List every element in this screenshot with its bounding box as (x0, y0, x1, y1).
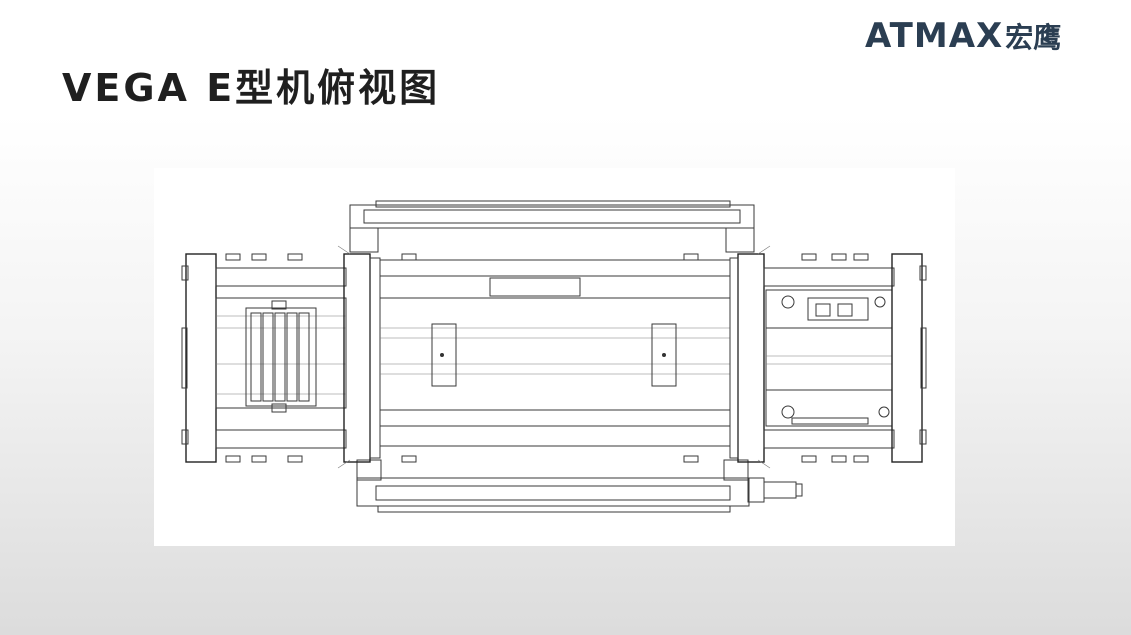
right-upright (729, 245, 771, 469)
bottom-roller (356, 459, 750, 513)
machine-top-view-drawing (154, 168, 955, 546)
logo-latin-text: ATMAX (865, 16, 1004, 56)
central-body (379, 259, 731, 447)
slide-title: VEGA E型机俯视图 (62, 66, 441, 110)
logo-cjk-text: 宏鹰 (1005, 21, 1062, 54)
left-upright (337, 245, 381, 469)
top-roller (349, 200, 755, 253)
drive-motor (747, 477, 803, 503)
left-basket (245, 300, 317, 413)
atmax-logo: ATMAX 宏鹰 (865, 14, 1061, 58)
technical-drawing-svg (181, 200, 927, 513)
left-end-frame (181, 253, 347, 463)
mounting-blocks (225, 253, 869, 463)
right-end-frame (891, 253, 927, 463)
right-section (763, 267, 895, 449)
